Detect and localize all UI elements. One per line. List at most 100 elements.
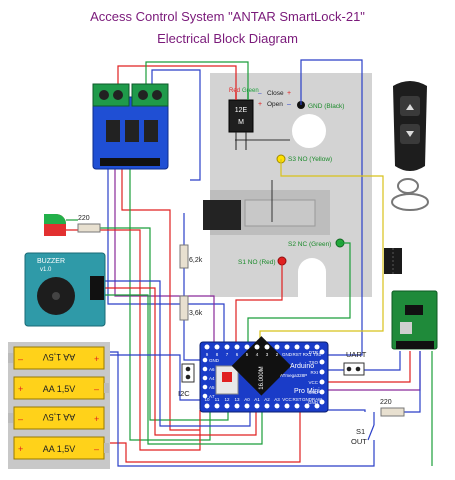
battery-plus-sign: + xyxy=(18,384,23,394)
wire-battery-pos xyxy=(108,410,301,463)
arduino-bottom-pin-label: A3 xyxy=(274,397,280,402)
battery-label: AA 1,5V xyxy=(43,384,76,394)
battery-minus-sign: – xyxy=(18,354,23,364)
arduino-right-pin: TXO xyxy=(309,359,325,365)
driver-terminal-right xyxy=(131,83,169,107)
motor-wire-red-label: Red xyxy=(229,88,240,94)
arduino-top-pin: TX0 xyxy=(313,344,322,357)
remote-keyring xyxy=(397,178,419,194)
wire-s1 xyxy=(235,261,283,350)
wire-rf-2 xyxy=(326,351,411,383)
arduino-right-pin-label: GND xyxy=(308,390,319,395)
motor-wire-green-label: Green xyxy=(242,88,259,94)
arduino-top-pin-label: 9 xyxy=(206,352,209,357)
open-plus-sign: + xyxy=(258,101,262,108)
lock-latch xyxy=(244,199,316,227)
arduino-right-pin: GND xyxy=(308,399,325,405)
arduino-top-pin-label: GND xyxy=(282,352,293,357)
arduino-top-pin-label: RST xyxy=(293,352,302,357)
arduino-bottom-pin: 12 xyxy=(224,397,230,409)
battery-minus-sign: – xyxy=(18,414,23,424)
arduino-top-pin: 8 xyxy=(214,344,220,357)
arduino-left-pin: GND xyxy=(202,357,220,363)
battery-cell: +–AA 1,5V xyxy=(13,436,109,460)
arduino-bottom-pin-label: 12 xyxy=(224,397,230,402)
battery-label: AA 1,5V xyxy=(43,412,76,422)
diagram-title: Access Control System "ANTAR SmartLock-2… xyxy=(90,9,365,24)
arduino-right-pin: VCC xyxy=(308,379,325,385)
resistor-3k6 xyxy=(179,295,189,321)
driver-chip-3 xyxy=(144,120,158,142)
unlock-icon xyxy=(406,131,414,137)
arduino-right-pin-label: DTR xyxy=(309,350,319,355)
wire-motor-green xyxy=(145,61,249,92)
wire-driver-vcc xyxy=(121,168,200,431)
arduino-top-pin-label: 2 xyxy=(276,352,279,357)
arduino-right-pin: GND xyxy=(308,389,325,395)
arduino-right-pin: RXI xyxy=(310,369,325,375)
driver-pin-header xyxy=(100,158,160,166)
arduino-left-pin-label: A6 xyxy=(209,367,215,372)
arduino-chip: ATmega328P xyxy=(280,373,307,378)
arduino-bottom-pin: 11 xyxy=(214,397,220,409)
arduino-bottom-pin-label: A1 xyxy=(254,397,260,402)
arduino-left-pin-label: A4 xyxy=(209,376,215,381)
arduino-bottom-pin-label: RST xyxy=(293,397,302,402)
wire-buzzer-gnd xyxy=(104,294,263,445)
arduino-top-pin: 3 xyxy=(264,344,270,357)
wire-driver-gnd xyxy=(129,168,211,441)
close-sign: + xyxy=(287,90,291,97)
wiring xyxy=(66,59,433,467)
out-resistor xyxy=(380,407,405,417)
arduino-right-pin-label: RXI xyxy=(310,370,318,375)
battery-cell: +–AA 1,5V xyxy=(8,406,105,430)
rf-receiver-board xyxy=(391,290,438,350)
arduino-top-pin: 7 xyxy=(224,344,230,357)
arduino-bottom-pin: RST xyxy=(293,397,302,409)
arduino-top-pin-label: 6 xyxy=(236,352,239,357)
buzzer-title: BUZZER xyxy=(37,258,65,265)
arduino-top-pin: RX1 xyxy=(303,344,312,357)
arduino-top-pin: 4 xyxy=(254,344,260,357)
arduino-top-pin: RST xyxy=(293,344,302,357)
arduino-left-pin: A4 xyxy=(202,375,215,381)
arduino-left-pin-label: GND xyxy=(209,358,220,363)
buzzer-version: v1.0 xyxy=(40,267,52,273)
arduino-bottom-pin-label: VCC xyxy=(282,397,292,402)
s3-label: S3 NO (Yellow) xyxy=(288,156,332,163)
led-resistor xyxy=(77,223,101,233)
out-resistor-label: 220 xyxy=(380,399,392,406)
lock-icon xyxy=(406,104,414,110)
buzzer-module: BUZZER v1.0 xyxy=(24,252,106,327)
arduino-left-pin: A5 xyxy=(202,384,215,390)
lock-motor xyxy=(228,99,254,133)
arduino-bottom-pin-label: 11 xyxy=(215,397,220,402)
wire-battery-neg xyxy=(108,354,202,401)
wire-gnd xyxy=(300,59,363,356)
arduino-left-pin-label: A5 xyxy=(209,385,215,390)
arduino-bottom-pin-label: RAW xyxy=(312,397,323,402)
buzzer-pin-header xyxy=(90,276,104,300)
arduino-bottom-pin: 10 xyxy=(204,397,210,409)
uart-label: UART xyxy=(346,350,367,359)
status-led: 220 xyxy=(44,214,101,236)
arduino-left-pin: A6 xyxy=(202,366,215,372)
lock-mechanism: 12E M Red Green – Close + + Open – GND (… xyxy=(203,73,372,297)
arduino-top-pin-label: 8 xyxy=(216,352,219,357)
lock-bolt xyxy=(203,200,241,230)
open-sign: – xyxy=(287,101,291,108)
arduino-top-pin-label: 4 xyxy=(256,352,259,357)
driver-chip-1 xyxy=(106,120,120,142)
arduino-bottom-pin: RAW xyxy=(312,397,323,409)
arduino-top-pin: 9 xyxy=(204,344,210,357)
out-switch xyxy=(367,424,375,441)
arduino-bottom-pin-label: GND xyxy=(302,397,313,402)
resistor-6k2 xyxy=(179,244,189,269)
arduino-pro-mini: 16.000M Arduino ATmega328P Pro Mini xyxy=(199,336,329,413)
arduino-right-pin: DTR xyxy=(309,349,325,355)
s2-label: S2 NC (Green) xyxy=(288,241,331,248)
wire-s2 xyxy=(247,242,351,350)
arduino-top-pin-label: 5 xyxy=(246,352,249,357)
motor-label-line1: 12E xyxy=(235,107,248,114)
